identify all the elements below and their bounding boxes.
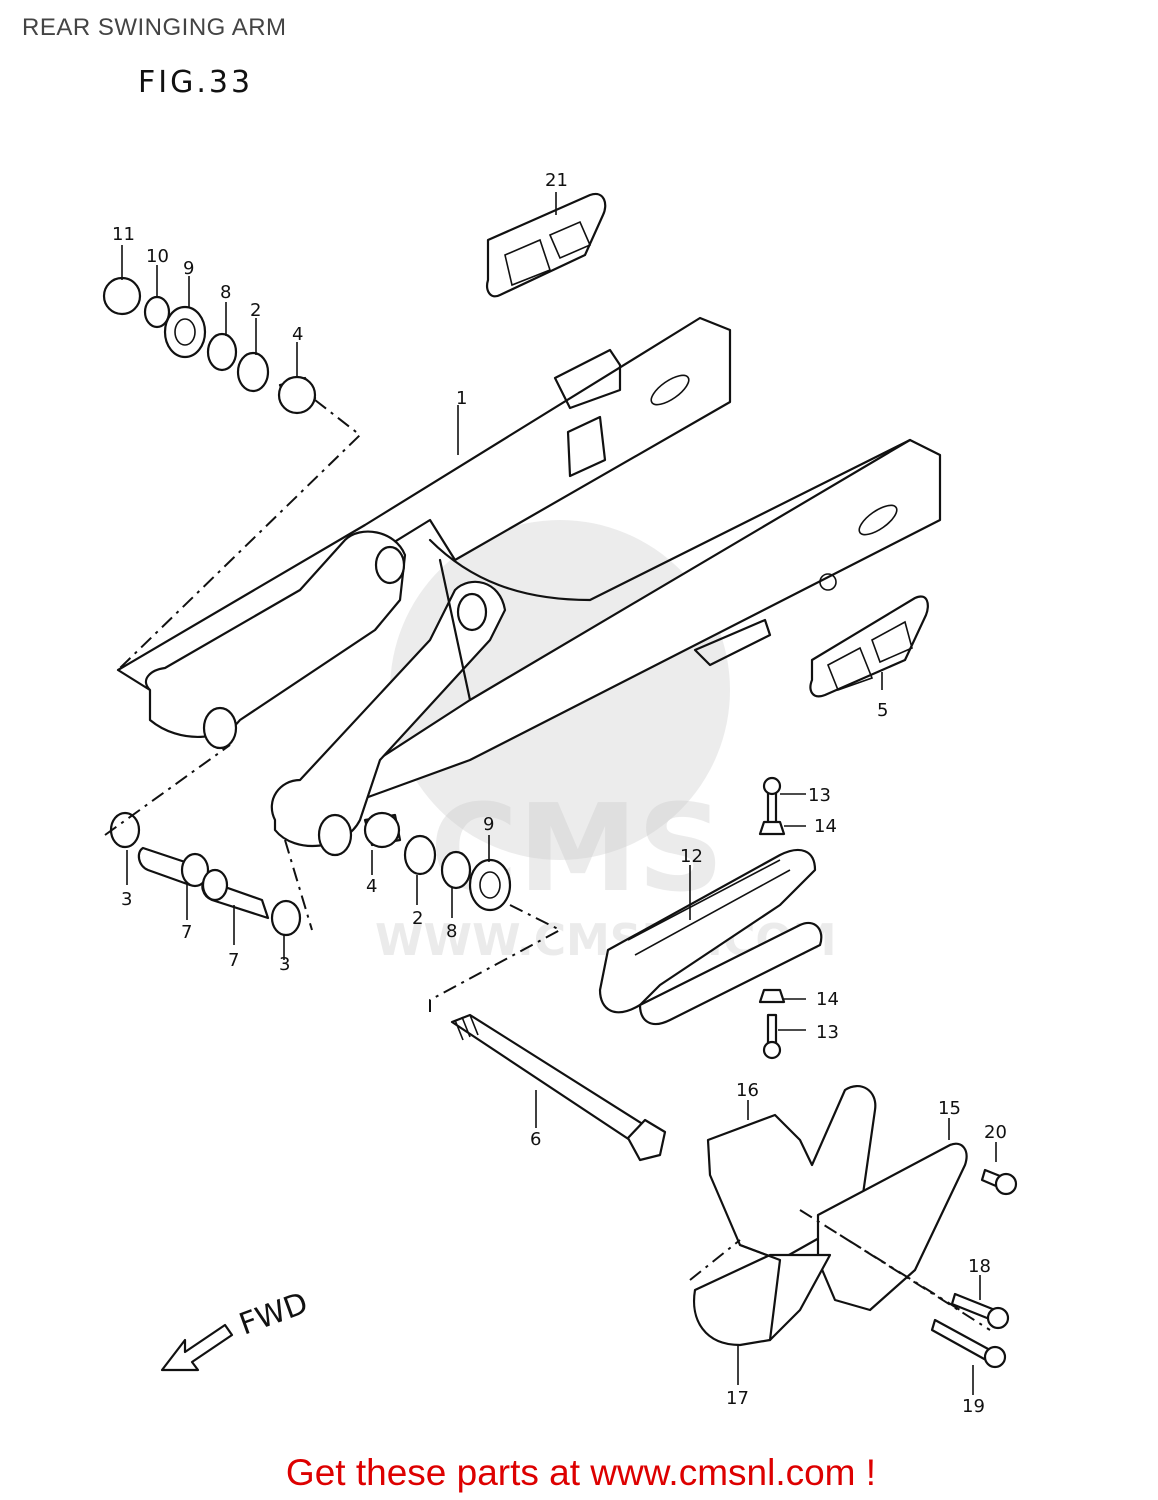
pivot-shaft [450,1013,667,1162]
part-label-4: 4 [366,876,377,897]
part-label-8: 8 [220,282,231,303]
part-label-6: 6 [530,1129,541,1150]
part-label-14: 14 [816,989,839,1010]
chain-guide-upper [486,192,607,298]
footer-link-banner[interactable]: Get these parts at www.cmsnl.com ! [0,1452,1158,1494]
part-label-11: 11 [112,224,135,245]
part-label-2: 2 [250,300,261,321]
swing-arm [116,316,942,857]
bracket-bolts [930,1168,1018,1369]
part-label-19: 19 [962,1396,985,1417]
part-label-2: 2 [412,908,423,929]
part-label-13: 13 [808,785,831,806]
pivot-hardware-lower-left [104,744,313,937]
part-label-7: 7 [228,950,239,971]
part-label-13: 13 [816,1022,839,1043]
part-label-12: 12 [680,846,703,867]
part-label-18: 18 [968,1256,991,1277]
part-label-3: 3 [121,889,132,910]
part-label-21: 21 [545,170,568,191]
part-label-7: 7 [181,922,192,943]
part-label-3: 3 [279,954,290,975]
part-label-15: 15 [938,1098,961,1119]
footer-link[interactable]: Get these parts at www.cmsnl.com ! [285,1452,877,1493]
page-title: REAR SWINGING ARM [22,14,287,41]
forward-arrow-icon [160,1323,234,1372]
part-label-20: 20 [984,1122,1007,1143]
part-number-labels: 1 2 2 3 3 4 4 5 6 7 7 8 8 9 9 10 11 12 1… [112,170,1007,1417]
part-label-1: 1 [456,388,467,409]
part-label-9: 9 [183,258,194,279]
part-label-5: 5 [877,700,888,721]
forward-direction-indicator: FWD [160,1286,313,1372]
part-label-9: 9 [483,814,494,835]
part-label-17: 17 [726,1388,749,1409]
chain-guide-lower [809,595,929,698]
part-label-16: 16 [736,1080,759,1101]
buffer-bolts [758,776,786,1060]
pivot-hardware-upper [102,276,362,669]
chain-buffer [598,848,823,1026]
leader-lines [121,192,997,1395]
part-label-4: 4 [292,324,303,345]
part-label-8: 8 [446,921,457,942]
pivot-hardware-lower-right [363,811,563,1012]
brake-bracket [689,1084,991,1347]
fwd-label: FWD [235,1286,313,1343]
part-label-14: 14 [814,816,837,837]
figure-label: FIG.33 [138,65,253,100]
part-label-10: 10 [146,246,169,267]
